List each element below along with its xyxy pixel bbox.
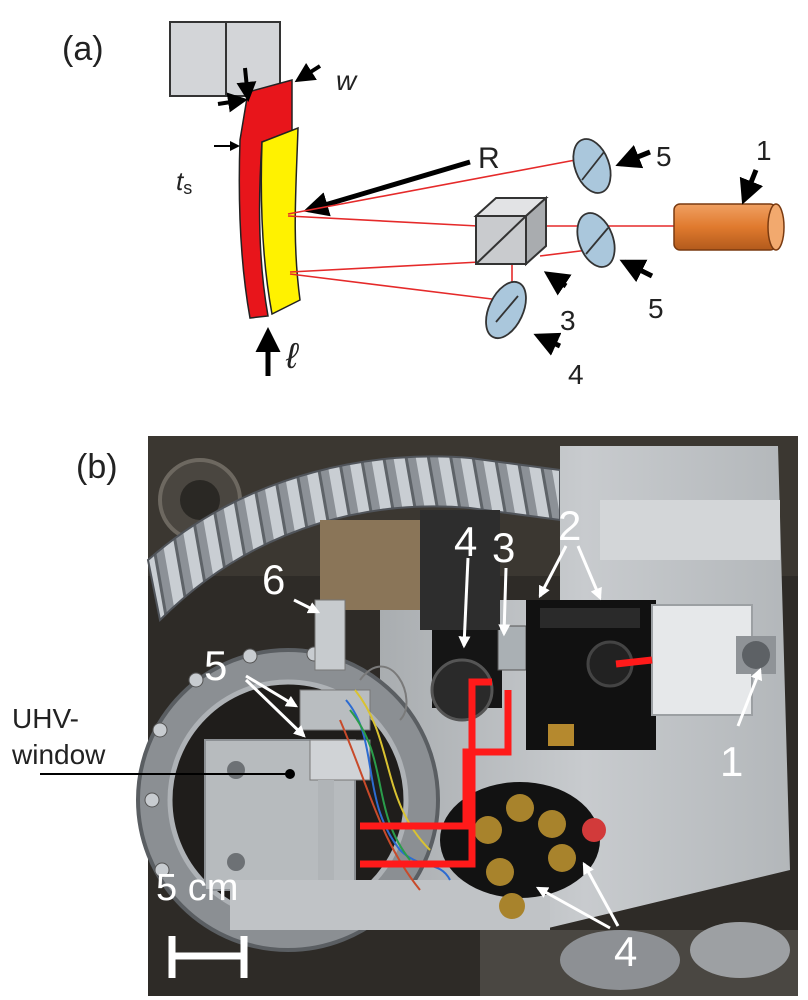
r-label: R (478, 142, 500, 175)
laser-beams (287, 157, 678, 301)
mirror-optics (485, 138, 616, 340)
w-dimension-arrows (217, 62, 322, 113)
ell-label: ℓ (285, 335, 300, 376)
label-a-5-top: 5 (656, 141, 672, 172)
label-b-4-top: 4 (454, 518, 477, 565)
uhv-window-label: UHV- window (11, 703, 295, 779)
label-b-5: 5 (204, 642, 227, 689)
uhv-label-line1: UHV- (12, 703, 79, 734)
beam-splitter-cube (473, 195, 549, 267)
label-a-1: 1 (756, 135, 772, 166)
laser-diode (673, 203, 785, 251)
panel-a-number-arrows (533, 144, 764, 356)
panel-b-label: (b) (76, 448, 118, 486)
r-arrow (303, 159, 471, 217)
mirror-coating (260, 126, 301, 316)
clamp-block (169, 21, 281, 97)
cantilever (238, 79, 293, 319)
panel-b: (b) (11, 436, 798, 996)
label-b-3: 3 (492, 524, 515, 571)
label-a-3: 3 (560, 305, 576, 336)
mirror-mount-knobs (440, 782, 606, 919)
uhv-label-line2: window (11, 739, 106, 770)
label-b-6: 6 (262, 556, 285, 603)
panel-a-label: (a) (62, 30, 104, 68)
panel-a: (a) w ts R ℓ (62, 21, 785, 390)
beam-path-overlay (360, 656, 653, 868)
mirror-middle (576, 212, 616, 268)
panel-b-number-labels: 6 5 4 3 2 1 4 (204, 502, 743, 975)
scale-bar: 5 cm (156, 867, 248, 978)
w-label: w (336, 65, 358, 96)
apparatus-photo (136, 436, 798, 996)
label-a-5-bottom: 5 (648, 293, 664, 324)
label-b-1: 1 (720, 738, 743, 785)
label-b-4-bottom: 4 (614, 928, 637, 975)
panel-b-white-arrows (244, 545, 763, 930)
ts-label: ts (176, 166, 192, 198)
label-b-2: 2 (558, 502, 581, 549)
scale-bar-label: 5 cm (156, 867, 238, 909)
label-a-4: 4 (568, 359, 584, 390)
